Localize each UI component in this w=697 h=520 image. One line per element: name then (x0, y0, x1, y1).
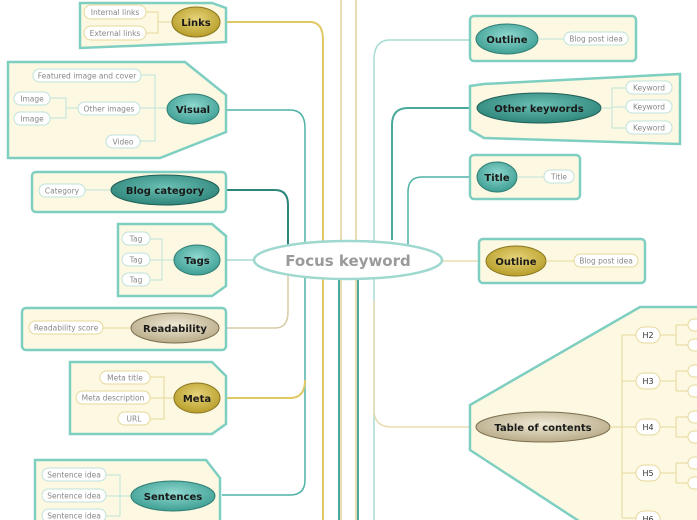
leaf-label: Tag (129, 256, 143, 265)
node-label: Other keywords (494, 104, 583, 115)
tags-group: Tag Tag Tag Tags (116, 222, 228, 298)
node-label: Meta (183, 394, 211, 405)
leaf-label: Title (550, 173, 567, 182)
leaf-keyword-2[interactable] (625, 99, 673, 114)
toc-h6[interactable] (635, 510, 661, 520)
leaf-label: Blog post idea (569, 35, 623, 44)
leaf-keyword-3[interactable] (625, 120, 673, 135)
leaf-label: Image (20, 95, 44, 104)
heading-label: H2 (642, 331, 653, 340)
node-label: Title (484, 173, 509, 184)
leaf-label: Meta description (82, 394, 145, 403)
leaf-label: Tag (129, 276, 143, 285)
links-group: Internal links External links Links (78, 1, 228, 50)
leaf-keyword-1[interactable] (625, 80, 673, 95)
readability-group: Readability score Readability (20, 306, 228, 352)
heading-label: H5 (642, 469, 653, 478)
center-node[interactable] (252, 239, 444, 281)
node-label: Sentences (144, 492, 202, 503)
meta-group: Meta title Meta description URL Meta (68, 360, 228, 436)
node-label: Table of contents (494, 423, 591, 434)
sentences-group: Sentence idea Sentence idea Sentence ide… (33, 458, 222, 520)
heading-label: H6 (642, 515, 653, 520)
node-meta[interactable] (173, 382, 221, 414)
leaf-label: Readability score (34, 324, 99, 333)
heading-label: H3 (642, 377, 653, 386)
leaf-label: Image (20, 115, 44, 124)
blog-category-group: Category Blog category (30, 170, 228, 214)
branch-connectors (222, 21, 480, 496)
leaf-label: Keyword (633, 84, 665, 93)
title-group: Title Title (468, 153, 582, 201)
node-sentences[interactable] (130, 480, 216, 512)
node-readability[interactable] (130, 312, 220, 344)
leaf-label: Keyword (633, 103, 665, 112)
leaf-label: Tag (129, 235, 143, 244)
node-label: Visual (176, 105, 210, 116)
center-node-group: Focus keyword (252, 239, 444, 281)
node-label: Links (181, 18, 211, 29)
node-links[interactable] (171, 6, 221, 38)
outline-mid-group: Outline Blog post idea (477, 237, 647, 285)
leaf-label: Internal links (91, 8, 140, 17)
other-keywords-group: Other keywords Keyword Keyword Keyword (468, 72, 682, 146)
leaf-label: URL (127, 415, 143, 424)
leaf-label: Sentence idea (47, 492, 101, 501)
leaf-label: External links (90, 29, 141, 38)
visual-group: Featured image and cover Image Image Oth… (6, 60, 228, 160)
leaf-blog-post-idea-mid[interactable] (573, 253, 639, 268)
node-label: Tags (184, 256, 209, 267)
leaf-label: Meta title (107, 374, 143, 383)
center-label: Focus keyword (285, 252, 411, 270)
node-tags[interactable] (173, 244, 221, 276)
node-visual[interactable] (166, 93, 220, 125)
leaf-label: Sentence idea (47, 512, 101, 520)
trunk-lines (322, 0, 375, 520)
leaf-title[interactable] (543, 169, 575, 184)
leaf-label: Featured image and cover (38, 72, 137, 81)
leaf-label: Keyword (633, 124, 665, 133)
leaf-label: Category (45, 187, 80, 196)
node-blog-category[interactable] (110, 174, 220, 206)
node-label: Blog category (126, 186, 205, 197)
leaf-blog-post-idea-top[interactable] (563, 31, 629, 46)
node-label: Outline (495, 257, 536, 268)
outline-top-group: Outline Blog post idea (468, 14, 638, 63)
leaf-label: Blog post idea (579, 257, 633, 266)
leaf-label: Video (112, 138, 133, 147)
leaf-label: Sentence idea (47, 471, 101, 480)
node-label: Readability (143, 324, 207, 335)
toc-group: Table of contents H2 H3 H4 H5 H6 (468, 305, 697, 520)
leaf-label: Other images (84, 105, 135, 114)
toc-panel (468, 305, 697, 520)
node-label: Outline (486, 35, 527, 46)
heading-label: H4 (642, 423, 653, 432)
